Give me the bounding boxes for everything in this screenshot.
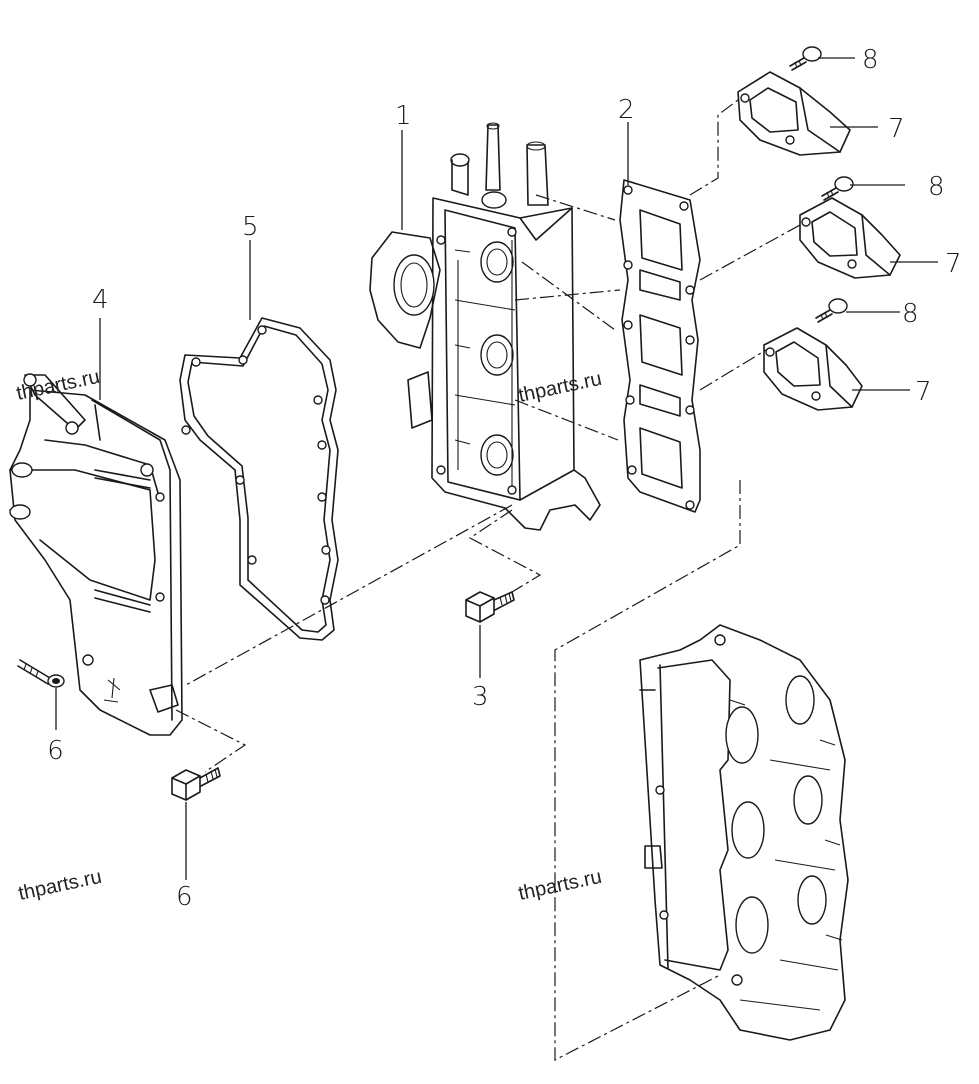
part-1-cylinder-cover (369, 122, 601, 531)
callout-8-bottom: 8 (902, 299, 919, 329)
part-5-cover-gasket (179, 317, 339, 641)
part-3-bolt (465, 591, 515, 623)
part-7-reed-valves (737, 71, 901, 411)
watermark-4: thparts.ru (516, 866, 603, 905)
part-9-screw-washer (17, 659, 65, 688)
screw-top (789, 46, 822, 71)
reed-valve-top (737, 71, 851, 156)
watermark-2: thparts.ru (516, 368, 603, 407)
watermarks: thparts.ru thparts.ru thparts.ru thparts… (14, 366, 603, 905)
callout-7-bottom: 7 (915, 377, 932, 407)
engine-block (639, 624, 849, 1041)
callout-4: 4 (92, 285, 109, 315)
screw-middle (821, 176, 854, 201)
callout-7-middle: 7 (945, 249, 962, 279)
callout-8-middle: 8 (928, 172, 945, 202)
callout-9: 9 (47, 733, 64, 763)
callout-6: 6 (176, 882, 193, 912)
callout-2: 2 (618, 95, 635, 125)
watermark-1: thparts.ru (14, 366, 101, 405)
reed-valve-bottom (763, 327, 863, 411)
callout-7-top: 7 (888, 114, 905, 144)
watermark-3: thparts.ru (16, 866, 103, 905)
callout-8-top: 8 (862, 45, 879, 75)
callout-leaders (55, 57, 938, 880)
callout-1: 1 (395, 101, 412, 131)
screw-bottom (815, 298, 848, 323)
part-8-screws (789, 46, 854, 323)
part-2-gasket (619, 179, 701, 513)
assembly-lines (175, 99, 801, 1061)
part-4-cover (9, 373, 183, 736)
part-6-bolt (171, 767, 221, 801)
callout-5: 5 (242, 212, 259, 242)
callout-numbers: 1 2 3 4 5 6 7 7 7 8 8 8 9 (47, 45, 961, 912)
reed-valve-middle (799, 197, 901, 279)
callout-3: 3 (472, 682, 489, 712)
